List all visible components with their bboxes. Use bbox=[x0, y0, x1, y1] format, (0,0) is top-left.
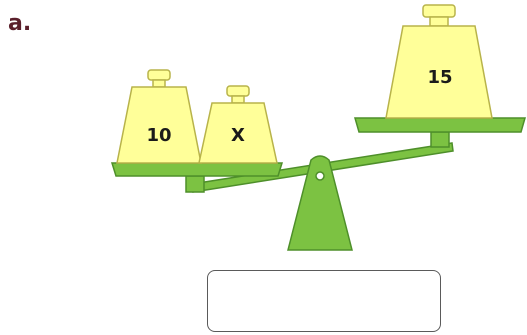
right-pan bbox=[355, 118, 525, 132]
answer-input-box[interactable] bbox=[207, 270, 441, 332]
right-pan-support bbox=[431, 132, 449, 147]
pivot-dot bbox=[316, 172, 324, 180]
weight-10: 10 bbox=[117, 70, 201, 163]
weight-15: 15 bbox=[386, 5, 492, 118]
left-pan bbox=[112, 163, 282, 176]
weight-label: 15 bbox=[427, 67, 452, 88]
left-pan-support bbox=[186, 176, 204, 192]
weight-x: X bbox=[199, 86, 277, 163]
weight-label: X bbox=[231, 125, 245, 146]
problem-label: a. bbox=[8, 11, 31, 36]
weight-label: 10 bbox=[146, 125, 171, 146]
